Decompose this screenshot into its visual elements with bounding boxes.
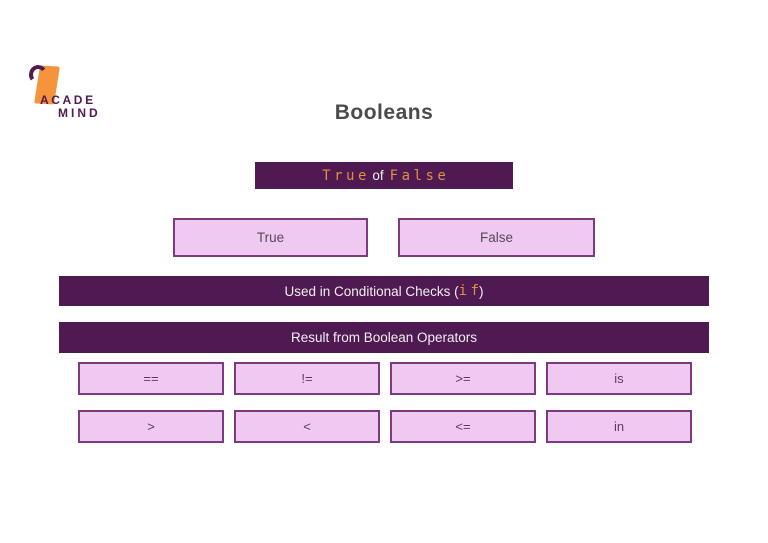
- operator-box-equals: ==: [78, 362, 224, 395]
- operator-row-2: > < <= in: [78, 410, 692, 443]
- operator-box-in: in: [546, 410, 692, 443]
- operator-box-not-equals: !=: [234, 362, 380, 395]
- logo-text-acade: ACADE: [40, 93, 96, 107]
- operator-box-is: is: [546, 362, 692, 395]
- false-value-box: False: [398, 218, 595, 257]
- code-if: if: [458, 283, 483, 299]
- operator-row-1: == != >= is: [78, 362, 692, 395]
- code-true: True: [322, 167, 370, 184]
- operator-box-greater: >: [78, 410, 224, 443]
- code-false: False: [389, 167, 450, 184]
- logo-text-mind: MIND: [58, 106, 101, 120]
- academind-logo: ACADE MIND: [27, 62, 128, 126]
- true-false-banner: True of False: [255, 162, 513, 189]
- banner-connector: of: [372, 168, 384, 183]
- operator-box-greater-equal: >=: [390, 362, 536, 395]
- true-value-box: True: [173, 218, 368, 257]
- operator-box-less: <: [234, 410, 380, 443]
- boolean-operators-banner: Result from Boolean Operators: [59, 322, 709, 353]
- conditional-checks-banner: Used in Conditional Checks (if): [59, 276, 709, 306]
- operator-box-less-equal: <=: [390, 410, 536, 443]
- page-title: Booleans: [334, 101, 434, 124]
- conditional-banner-suffix: ): [478, 283, 484, 299]
- conditional-banner-prefix: Used in Conditional Checks (: [284, 283, 459, 299]
